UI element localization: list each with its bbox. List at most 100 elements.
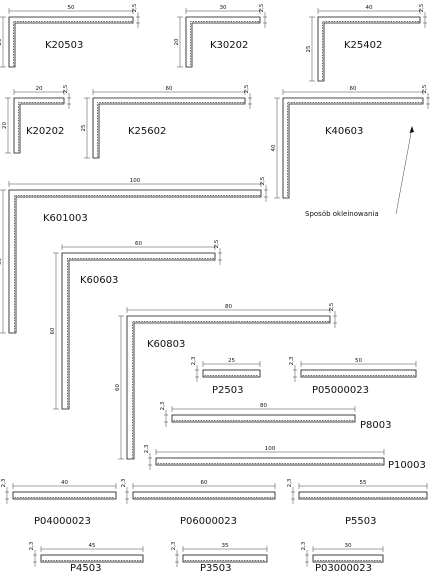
width-dimension-label: 45: [89, 543, 96, 549]
profile-code-label: P5503: [345, 516, 376, 527]
height-dimension-label: 60: [50, 327, 56, 334]
thickness-dimension-label: 2,5: [422, 84, 428, 93]
edge-banding-line: [18, 102, 63, 152]
width-dimension-label: 50: [68, 5, 75, 11]
edge-banding-line: [132, 321, 329, 458]
profile-code-label: K40603: [325, 126, 363, 137]
height-dimension-label: 40: [271, 144, 277, 151]
thickness-dimension-label: 2,3: [171, 541, 177, 550]
width-dimension-label: 20: [36, 86, 43, 92]
annotation-leader-line: [395, 127, 413, 215]
profile-outline: [282, 97, 424, 199]
profile-outline: [317, 16, 421, 82]
height-dimension-label: 25: [81, 124, 87, 131]
profile-code-label: P10003: [388, 460, 426, 471]
profile-outline: [202, 369, 261, 378]
profile-code-label: K25602: [128, 126, 166, 137]
width-dimension-label: 35: [222, 543, 229, 549]
profile-outline: [13, 97, 65, 154]
profile-outline: [182, 554, 268, 563]
profile-code-label: P04000023: [34, 516, 91, 527]
profile-outline: [61, 252, 216, 410]
banding-annotation: Sposób okleinowania: [305, 126, 414, 218]
profile-outline: [132, 491, 276, 500]
thickness-dimension-label: 2,5: [259, 3, 265, 12]
profile-code-label: K30202: [210, 40, 248, 51]
profile-code-label: P8003: [360, 420, 391, 431]
width-dimension-label: 50: [355, 358, 362, 364]
thickness-dimension-label: 2,5: [132, 3, 138, 12]
edge-banding-line: [97, 102, 244, 157]
width-dimension-label: 100: [265, 446, 276, 452]
thickness-dimension-label: 2,3: [289, 356, 295, 365]
profile-outline: [92, 97, 246, 159]
thickness-dimension-label: 2,5: [214, 239, 220, 248]
profile-outline: [300, 369, 417, 378]
width-dimension-label: 40: [366, 5, 373, 11]
profile-outline: [312, 554, 384, 563]
profile-code-label: P03000023: [315, 563, 372, 574]
profile-outline: [40, 554, 144, 563]
width-dimension-label: 60: [350, 86, 357, 92]
profile-drawings: 50202,5K2050330202,5K3020240252,5K254022…: [0, 3, 430, 574]
edge-banding-line: [190, 21, 259, 66]
thickness-dimension-label: 2,5: [419, 3, 425, 12]
profile-code-label: K20503: [45, 40, 83, 51]
profile-code-label: P4503: [70, 563, 101, 574]
height-dimension-label: 20: [2, 122, 8, 129]
thickness-dimension-label: 2,3: [287, 478, 293, 487]
width-dimension-label: 25: [228, 358, 235, 364]
thickness-dimension-label: 2,5: [63, 84, 69, 93]
height-dimension-label: 60: [0, 258, 3, 265]
width-dimension-label: 60: [201, 480, 208, 486]
profile-code-label: K20202: [26, 126, 64, 137]
height-dimension-label: 25: [306, 45, 312, 52]
width-dimension-label: 60: [135, 241, 142, 247]
profile-outline: [8, 16, 134, 68]
edge-banding-line: [287, 102, 422, 197]
profile-code-label: P05000023: [312, 385, 369, 396]
thickness-dimension-label: 2,3: [191, 356, 197, 365]
profile-outline: [126, 315, 331, 460]
width-dimension-label: 55: [360, 480, 367, 486]
thickness-dimension-label: 2,3: [144, 444, 150, 453]
thickness-dimension-label: 2,3: [29, 541, 35, 550]
thickness-dimension-label: 2,5: [260, 176, 266, 185]
thickness-dimension-label: 2,3: [1, 478, 7, 487]
profile-outline: [298, 491, 428, 500]
annotation-arrowhead-icon: [409, 126, 414, 133]
profile-code-label: P06000023: [180, 516, 237, 527]
height-dimension-label: 60: [115, 384, 121, 391]
thickness-dimension-label: 2,3: [301, 541, 307, 550]
profile-code-label: K60603: [80, 275, 118, 286]
width-dimension-label: 100: [130, 178, 141, 184]
profile-outline: [12, 491, 117, 500]
thickness-dimension-label: 2,5: [329, 302, 335, 311]
profile-outline: [8, 189, 262, 334]
width-dimension-label: 30: [345, 543, 352, 549]
annotation-label: Sposób okleinowania: [305, 210, 379, 218]
thickness-dimension-label: 2,3: [160, 401, 166, 410]
profile-code-label: P3503: [200, 563, 231, 574]
height-dimension-label: 20: [0, 38, 3, 45]
profile-outline: [171, 414, 356, 423]
edge-banding-line: [67, 258, 214, 408]
width-dimension-label: 40: [61, 480, 68, 486]
width-dimension-label: 80: [225, 304, 232, 310]
height-dimension-label: 20: [174, 38, 180, 45]
